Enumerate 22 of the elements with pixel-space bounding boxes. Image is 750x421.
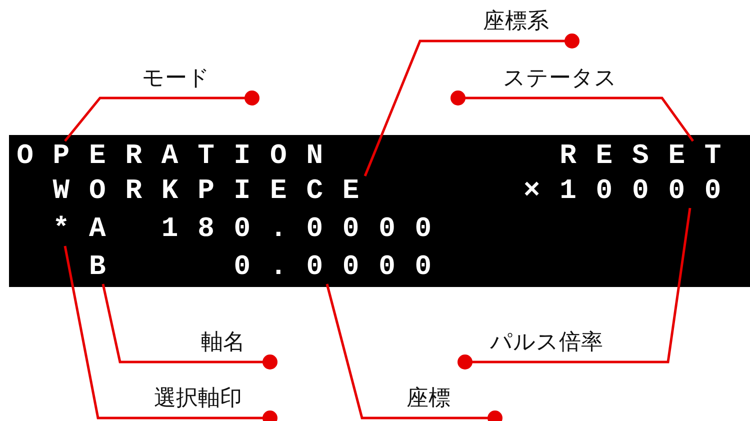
display-text: ×10000 — [523, 176, 722, 208]
leader-line — [102, 284, 278, 370]
callout-label: 座標 — [362, 386, 495, 418]
leader-line — [364, 34, 580, 176]
callout-label: パルス倍率 — [465, 330, 668, 362]
callout-label: モード — [100, 66, 252, 98]
display-text: 180.0000 — [161, 214, 432, 246]
leader-line — [458, 208, 692, 370]
leader-line — [326, 284, 502, 421]
display-text: 0.0000 — [234, 252, 432, 284]
display-text: RESET — [560, 141, 722, 173]
callout-label: 選択軸印 — [98, 386, 270, 418]
callout-label: ステータス — [458, 66, 662, 98]
display-text: OPERATION — [16, 141, 323, 173]
display-text: A — [89, 214, 106, 246]
callout-label: 軸名 — [120, 330, 270, 362]
display-text: * — [52, 214, 70, 246]
display-text: B — [89, 252, 106, 284]
callout-label: 座標系 — [420, 9, 572, 41]
leader-line — [64, 246, 278, 421]
display-text: WORKPIECE — [52, 176, 360, 208]
display-screen — [9, 135, 750, 287]
